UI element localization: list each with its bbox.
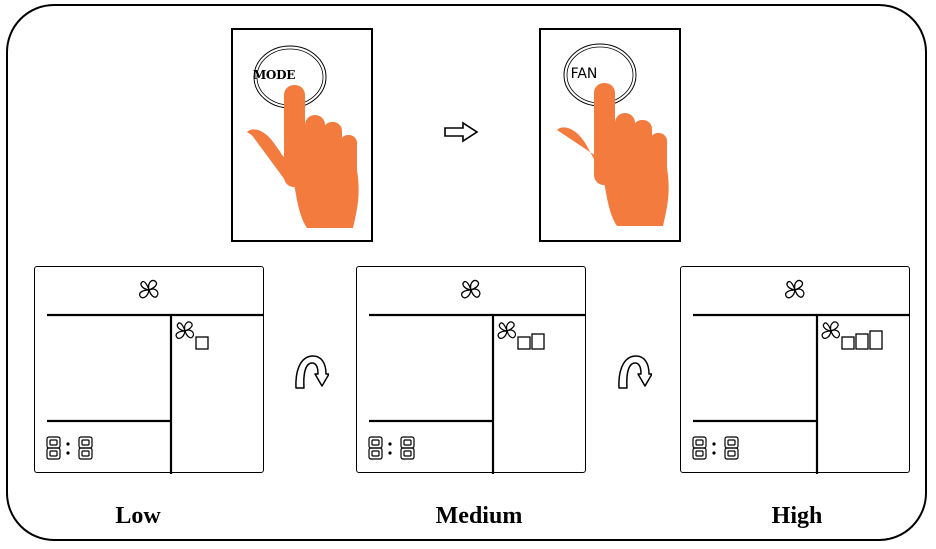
fan-level-box — [195, 336, 209, 350]
seven-segment-digit — [692, 436, 707, 460]
right-arrow-icon — [444, 121, 479, 143]
pointing-hand-icon — [557, 83, 669, 226]
fan-icon — [784, 279, 805, 299]
seven-segment-digit — [400, 436, 415, 460]
fan-icon — [821, 321, 841, 339]
clock-display — [368, 436, 415, 460]
fan-press-illustration — [557, 43, 669, 226]
lcd-panel-low — [34, 266, 264, 474]
speed-label-high: High — [771, 503, 823, 529]
fan-level-indicator — [195, 336, 209, 350]
fan-icon — [497, 321, 517, 339]
clock-display — [692, 436, 739, 460]
speed-label-low: Low — [115, 503, 161, 529]
diagram-frame — [6, 4, 927, 541]
fan-level-indicator — [517, 333, 545, 350]
fan-level-box — [841, 336, 855, 350]
clock-display — [46, 436, 93, 460]
pointing-hand-icon — [247, 85, 359, 228]
fan-level-box — [531, 333, 545, 350]
speed-label-medium: Medium — [435, 503, 523, 529]
lcd-display — [692, 279, 909, 474]
fan-icon — [460, 279, 481, 299]
seven-segment-digit — [78, 436, 93, 460]
fan-icon — [175, 321, 195, 339]
lcd-panel-high — [680, 266, 910, 474]
fan-level-indicator — [841, 330, 883, 350]
mode-button-label: MODE — [252, 68, 296, 82]
lcd-panel-medium — [356, 266, 586, 474]
rotate-arrow-icon — [295, 355, 329, 389]
fan-button-label: FAN — [570, 66, 598, 82]
seven-segment-digit — [368, 436, 383, 460]
seven-segment-digit — [46, 436, 61, 460]
fan-level-box — [517, 336, 531, 350]
fan-button-card: FAN — [539, 28, 681, 242]
lcd-display — [368, 279, 585, 474]
mode-press-illustration — [247, 45, 359, 228]
fan-icon — [138, 279, 159, 299]
rotate-arrow-icon — [618, 355, 652, 389]
lcd-display — [46, 279, 263, 474]
fan-level-box — [869, 330, 883, 350]
seven-segment-digit — [724, 436, 739, 460]
fan-level-box — [855, 333, 869, 350]
mode-button-card: MODE — [231, 28, 373, 242]
